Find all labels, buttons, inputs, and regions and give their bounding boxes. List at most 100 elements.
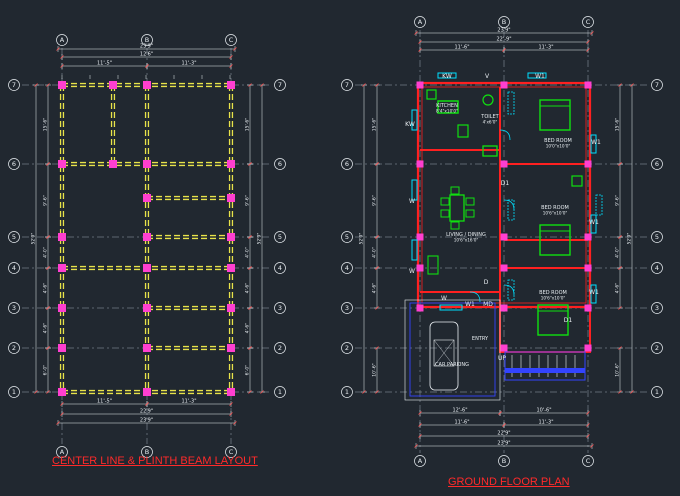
opening-tag: KW [405, 121, 415, 128]
right-dim-top-slash [586, 48, 590, 52]
dining-chair [440, 197, 450, 206]
right-dim-side-slash [375, 266, 379, 270]
wardrobe [507, 279, 515, 301]
right-grid-bubble-label: A [418, 18, 423, 26]
right-dim-top-slash [414, 31, 418, 35]
opening-tag: W1 [535, 73, 545, 80]
right-grid-bubble-label: 6 [655, 160, 659, 168]
floor-column [416, 160, 424, 168]
left-grid-bubble-label: C [229, 36, 234, 44]
dressing-table [571, 175, 583, 187]
label-layer: 23'9"12'6"11'-5"11'-3"11'-5"11'-3"22'9"2… [31, 28, 633, 447]
dining-chair [440, 209, 450, 218]
right-plan-title: GROUND FLOOR PLAN [448, 476, 570, 488]
right-dim-side-slash [630, 83, 634, 87]
left-dim-side-text: 4'-6" [245, 283, 251, 294]
right-grid-bubble [341, 302, 353, 314]
floor-column [500, 344, 508, 352]
left-dim-bottom-text: 22'9" [140, 409, 153, 415]
kitchen-stove [457, 124, 469, 138]
room-size: 10'6"x10'0" [541, 296, 566, 301]
plinth-column [58, 81, 66, 89]
plinth-column [143, 344, 151, 352]
left-grid-bubble [141, 446, 153, 458]
plinth-column [143, 264, 151, 272]
left-dim-top-slash [233, 47, 237, 51]
opening-tag: W1 [465, 301, 475, 308]
left-grid-bubble [8, 302, 20, 314]
right-dim-side-slash [618, 162, 622, 166]
opening-tag: D [484, 279, 489, 286]
entry-steps [504, 351, 586, 381]
plinth-column [58, 264, 66, 272]
right-grid-bubble [582, 455, 594, 467]
plinth-column [227, 194, 235, 202]
right-grid-bubble-label: B [502, 18, 506, 26]
room-name: BED ROOM [539, 290, 567, 296]
opening-tag: W [409, 268, 415, 275]
bed [539, 224, 571, 256]
dining-chair [465, 197, 475, 206]
left-grid-bubble [274, 79, 286, 91]
right-grid-bubble [651, 386, 663, 398]
room-size: 10'0"x10'0" [546, 144, 571, 149]
left-dim-side-slash [46, 83, 50, 87]
left-grid-bubble-label: 2 [12, 344, 16, 352]
car-outline [429, 321, 459, 391]
left-grid-bubble-label: 1 [12, 388, 16, 396]
right-grid-bubble-label: 2 [345, 344, 349, 352]
left-grid-bubble-label: 3 [278, 304, 282, 312]
left-grid-bubble [225, 34, 237, 46]
parking-edge [409, 302, 496, 397]
right-dim-side-slash [375, 306, 379, 310]
window [590, 214, 597, 234]
left-dim-top-slash [229, 64, 233, 68]
right-grid-bubble [651, 79, 663, 91]
window [590, 284, 597, 304]
left-grid-bubble [274, 302, 286, 314]
window [437, 72, 457, 79]
left-dim-top-text: 11'-3" [181, 61, 196, 67]
right-dim-side-slash [375, 390, 379, 394]
plinth-column [58, 388, 66, 396]
left-dim-side-slash [260, 83, 264, 87]
plinth-column [143, 388, 151, 396]
right-grid-bubble-label: 7 [655, 81, 659, 89]
left-grid-bubble [274, 386, 286, 398]
right-dim-top-slash [590, 31, 594, 35]
plinth-column [58, 160, 66, 168]
opening-tag: W [441, 295, 447, 302]
plinth-column [58, 304, 66, 312]
right-grid-bubble [414, 16, 426, 28]
plinth-column [227, 344, 235, 352]
right-dim-top-slash [418, 48, 422, 52]
right-grid-bubble [582, 16, 594, 28]
dining-chair [450, 221, 460, 230]
opening-tag: V [485, 73, 490, 80]
left-grid-bubble-label: 7 [12, 81, 16, 89]
right-dim-side-slash [618, 390, 622, 394]
right-grid-bubble-label: B [502, 457, 506, 465]
right-dim-side-text: 4'-6" [372, 283, 378, 294]
right-dim-side-text: 15'-6" [615, 118, 621, 132]
left-grid-bubble-label: 3 [12, 304, 16, 312]
door-swing [503, 199, 515, 211]
bedroom-wall [499, 306, 591, 353]
right-dim-side-slash [618, 346, 622, 350]
left-dim-top-slash [229, 55, 233, 59]
left-dim-side-text: 4'-6" [245, 323, 251, 334]
left-dim-side-text: 15'-6" [43, 118, 49, 132]
left-dim-side-slash [46, 162, 50, 166]
left-dim-top-text: 23'9" [140, 44, 153, 50]
right-dim-bottom-text: 23'9" [497, 441, 510, 447]
right-dim-side-text: 9'-6" [615, 195, 621, 206]
left-dim-side-text: 4'-6" [43, 283, 49, 294]
bed [537, 304, 569, 336]
opening-tag: MD [483, 301, 493, 308]
left-grid-bubble-label: C [229, 448, 234, 456]
left-dim-bottom-slash [60, 402, 64, 406]
right-dim-bottom-slash [502, 423, 506, 427]
dining-table [449, 194, 465, 222]
window [411, 109, 418, 131]
